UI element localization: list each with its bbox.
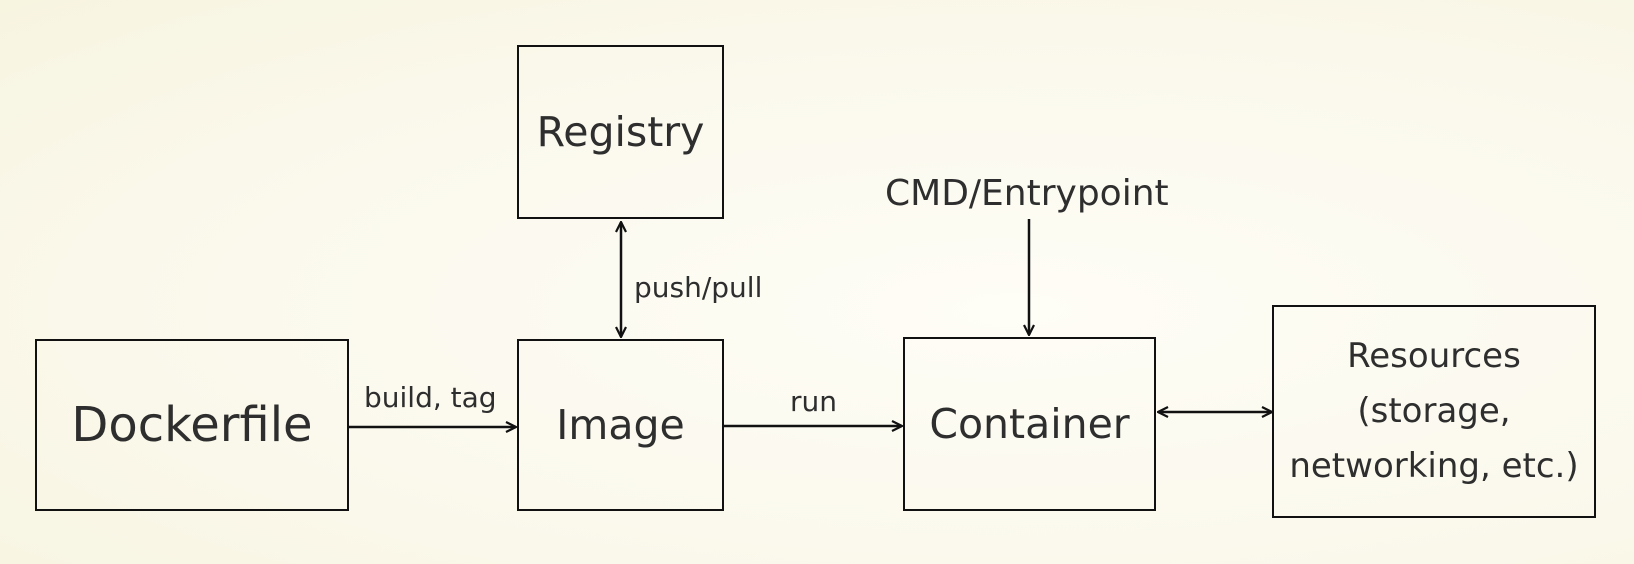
dockerfile-box: Dockerfile — [35, 339, 349, 511]
image-label: Image — [556, 400, 685, 449]
cmd-entrypoint-label: CMD/Entrypoint — [885, 173, 1169, 214]
container-box: Container — [903, 337, 1156, 511]
run-label: run — [790, 385, 838, 418]
image-box: Image — [517, 339, 724, 511]
build-tag-label: build, tag — [364, 381, 497, 414]
push-pull-label: push/pull — [634, 271, 763, 304]
container-label: Container — [929, 399, 1130, 448]
dockerfile-label: Dockerfile — [71, 396, 313, 453]
registry-label: Registry — [536, 107, 705, 156]
registry-box: Registry — [517, 45, 724, 219]
resources-label: Resources (storage, networking, etc.) — [1289, 335, 1579, 487]
resources-box: Resources (storage, networking, etc.) — [1272, 305, 1596, 518]
